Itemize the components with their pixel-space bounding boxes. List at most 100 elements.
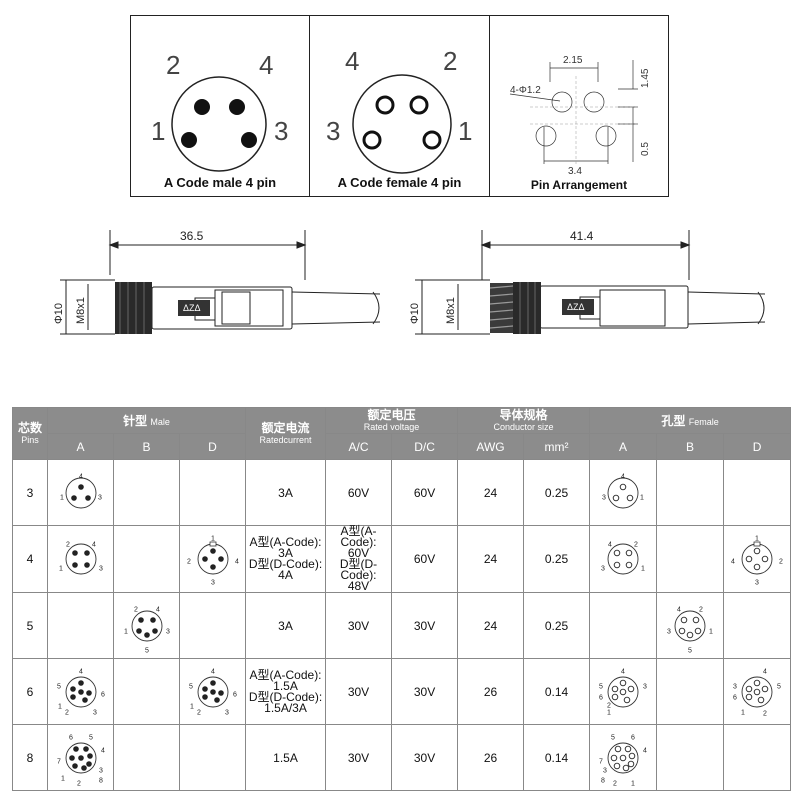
cell-dc: 60V [391, 525, 459, 593]
cell-pins: 4 [12, 525, 48, 593]
pin-number-label: 5 [688, 647, 692, 654]
pin-number-label: 3 [603, 767, 607, 774]
pin-number-label: 6 [69, 734, 73, 741]
pin-number-label: 3 [733, 683, 737, 690]
cell-mm2: 0.25 [523, 525, 591, 593]
connector-face [607, 543, 639, 575]
female-pin-1: 1 [458, 116, 473, 146]
cell-female-b [656, 459, 725, 526]
pin-number-label: 7 [57, 758, 61, 765]
cell-mm2: 0.14 [523, 658, 591, 725]
female-pin-4: 4 [345, 46, 360, 76]
pin-number-label: 2 [65, 709, 69, 716]
cell-female-d [723, 592, 792, 659]
cell-current: 3A [245, 592, 327, 659]
male-pin-4: 4 [259, 50, 274, 80]
pin-number-label: 4 [92, 542, 96, 549]
pin-number-label: 4 [608, 542, 612, 549]
cable-right-length: 41.4 [570, 229, 594, 243]
pin-number-label: 3 [166, 628, 170, 635]
header-male-a: A [47, 433, 114, 460]
female-caption: A Code female 4 pin [337, 175, 462, 190]
cable-left-length: 36.5 [180, 229, 204, 243]
pin-contact [619, 754, 627, 761]
pin-number-label: 4 [621, 668, 625, 675]
cell-current: 1.5A [245, 724, 327, 791]
dim-2-15: 2.15 [563, 55, 583, 66]
female-pin-panel: 4 2 3 1 A Code female 4 pin [309, 15, 490, 197]
cell-awg: 26 [457, 658, 525, 725]
cell-dc: 30V [391, 592, 459, 659]
header-female: 孔型 Female [589, 407, 792, 434]
pin-number-label: 3 [99, 566, 103, 573]
pin-contact [77, 679, 84, 686]
pin-contact [619, 688, 627, 695]
cell-ac: 30V [325, 658, 393, 725]
pin-number-label: 4 [731, 559, 735, 566]
pin-contact [70, 494, 77, 501]
pin-contact [686, 631, 694, 638]
cell-male-a [47, 592, 114, 659]
dim-0-5: 0.5 [640, 142, 651, 156]
cell-ac: 60V [325, 459, 393, 526]
pin-contact [761, 555, 769, 563]
pin-contact [71, 562, 78, 568]
female-pin-2: 2 [443, 46, 458, 76]
header-male-b: B [113, 433, 180, 460]
connector-face [65, 543, 96, 575]
pin-number-label: 4 [643, 747, 647, 754]
connector-face [65, 676, 96, 707]
pin-number-label: 1 [741, 709, 745, 716]
pin-number-label: 6 [233, 691, 237, 698]
header-female-d: D [723, 433, 792, 460]
pin-number-label: 2 [77, 780, 81, 787]
pin-contact [217, 689, 224, 696]
pin-contact [611, 685, 619, 692]
pin-number-label: 4 [763, 668, 767, 675]
pin-number-label: 1 [58, 703, 62, 710]
cell-female-b [656, 724, 725, 791]
cell-awg: 24 [457, 459, 525, 526]
pin-contact [680, 616, 688, 623]
pin-contact [678, 627, 686, 634]
pin-contact [213, 696, 220, 703]
header-female-b: B [656, 433, 725, 460]
pin-number-label: 2 [613, 780, 617, 787]
cable-right-drawing: ΔZΔ 41.4 Φ10 M8x1 [409, 229, 766, 335]
connector-face [197, 676, 228, 707]
pin-number-label: 1 [709, 628, 713, 635]
cell-male-b [113, 724, 180, 791]
pin-number-label: 2 [134, 606, 138, 613]
cell-dc: 60V [391, 459, 459, 526]
pin-contact [77, 483, 84, 490]
pin-contact [745, 693, 753, 700]
pin-number-label: 1 [211, 536, 215, 543]
pin-contact [612, 494, 620, 501]
pin-number-label: 3 [602, 494, 606, 501]
pin-contact [209, 688, 216, 695]
pin-number-label: 1 [59, 566, 63, 573]
pin-contact [753, 563, 761, 571]
pin-contact [86, 752, 93, 759]
pin-contact [81, 696, 88, 703]
pin-contact [143, 631, 150, 638]
connector-face [607, 742, 639, 773]
pin-number-label: 4 [677, 606, 681, 613]
male-pin-panel: 2 4 1 3 A Code male 4 pin [130, 15, 310, 197]
cell-pins: 8 [12, 724, 48, 791]
